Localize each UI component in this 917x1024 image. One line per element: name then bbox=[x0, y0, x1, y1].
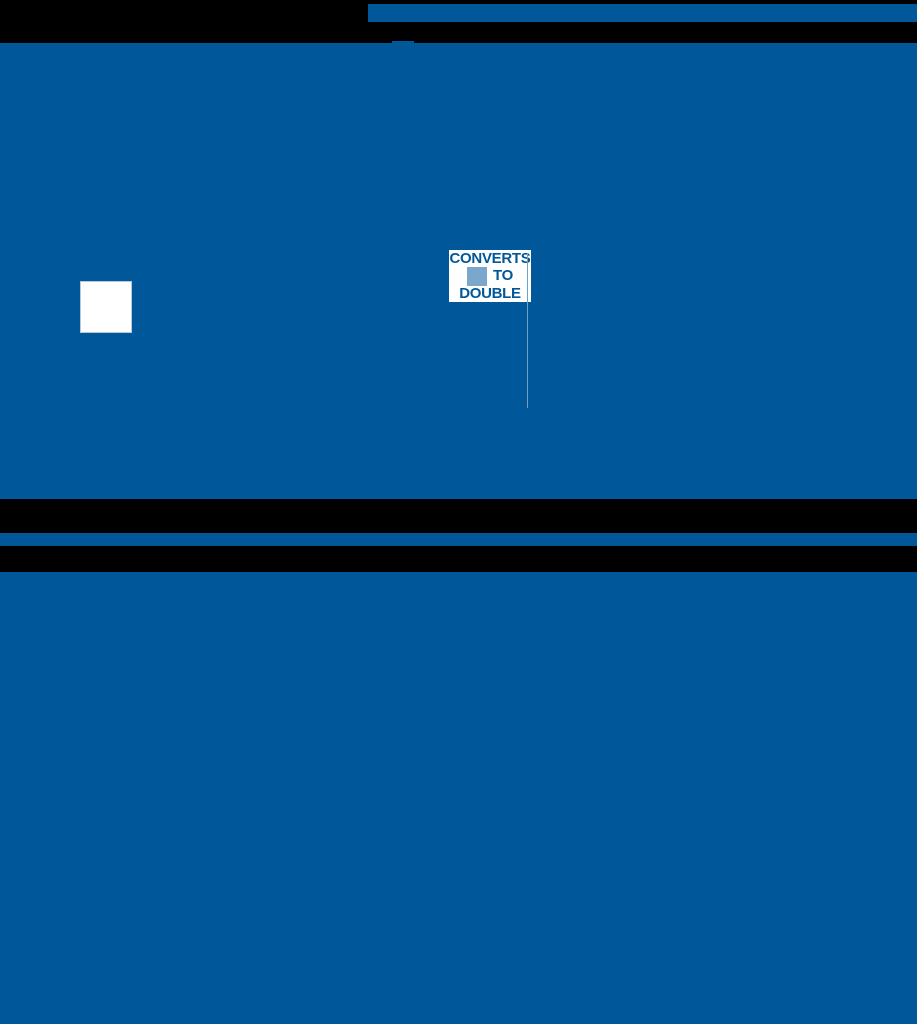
color-swatch-icon bbox=[467, 266, 488, 286]
callout-line-to: TO bbox=[493, 267, 513, 284]
converts-to-double-callout[interactable]: CONVERTS TO DOUBLE bbox=[449, 250, 531, 302]
white-tile[interactable] bbox=[81, 282, 131, 332]
callout-leader-line bbox=[527, 253, 528, 408]
panel-notch bbox=[392, 41, 414, 43]
upper-blue-panel[interactable]: CONVERTS TO DOUBLE bbox=[0, 43, 917, 499]
callout-line-double: DOUBLE bbox=[459, 284, 521, 302]
divider-band-one bbox=[0, 499, 917, 533]
callout-row-to: TO bbox=[449, 266, 531, 286]
mid-blue-strip bbox=[0, 533, 917, 546]
callout-line-converts: CONVERTS bbox=[449, 249, 531, 267]
top-blue-strip bbox=[368, 4, 917, 22]
divider-band-two bbox=[0, 546, 917, 572]
lower-blue-panel[interactable] bbox=[0, 572, 917, 1024]
